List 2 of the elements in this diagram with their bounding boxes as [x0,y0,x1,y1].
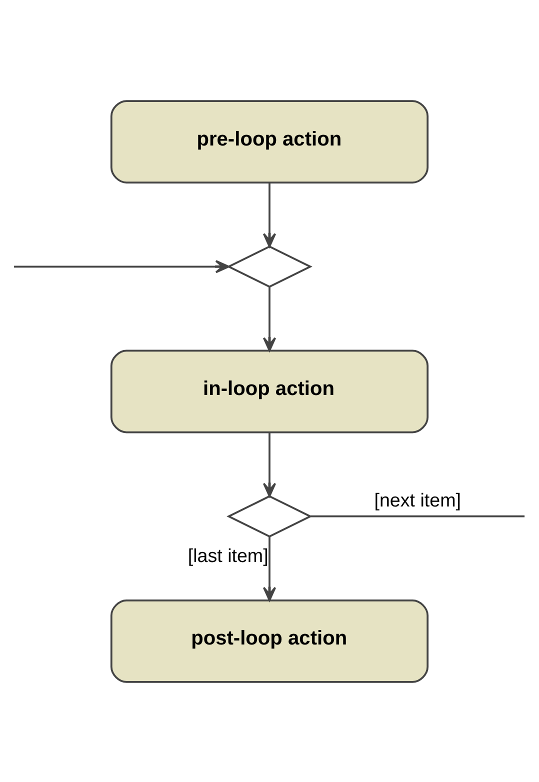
edge-label: [last item] [188,544,268,566]
edge-label: [next item] [374,488,462,510]
